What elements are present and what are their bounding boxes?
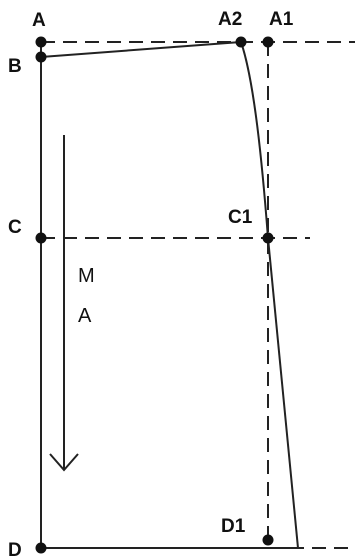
- grainline-label-line2: A: [78, 305, 92, 327]
- grainline-label-line1: M: [78, 265, 95, 287]
- point-labels: A A2 A1 B C C1 D D1: [8, 9, 294, 560]
- pattern-points: [35, 36, 274, 554]
- point-C1: [262, 232, 274, 244]
- label-B: B: [8, 56, 22, 77]
- label-D: D: [8, 540, 22, 560]
- label-C: C: [8, 217, 22, 238]
- point-A2: [235, 36, 247, 48]
- grainline-arrow: [49, 135, 79, 472]
- side-seam-curve: [240, 41, 269, 239]
- point-C: [35, 232, 47, 244]
- side-seam-line: [267, 237, 299, 549]
- label-D1: D1: [221, 516, 246, 537]
- waist-line: [40, 41, 242, 58]
- point-B: [35, 51, 47, 63]
- label-C1: C1: [228, 207, 253, 228]
- label-A: A: [32, 10, 46, 31]
- construction-lines: [41, 41, 355, 549]
- point-D1: [262, 534, 274, 546]
- point-A1: [262, 36, 274, 48]
- grainline-labels: M A: [78, 265, 95, 327]
- label-A2: A2: [218, 9, 242, 30]
- label-A1: A1: [269, 9, 294, 30]
- grainline-arrowhead: [49, 453, 79, 472]
- pattern-outline: [40, 41, 299, 549]
- point-A: [35, 36, 47, 48]
- point-D: [35, 542, 47, 554]
